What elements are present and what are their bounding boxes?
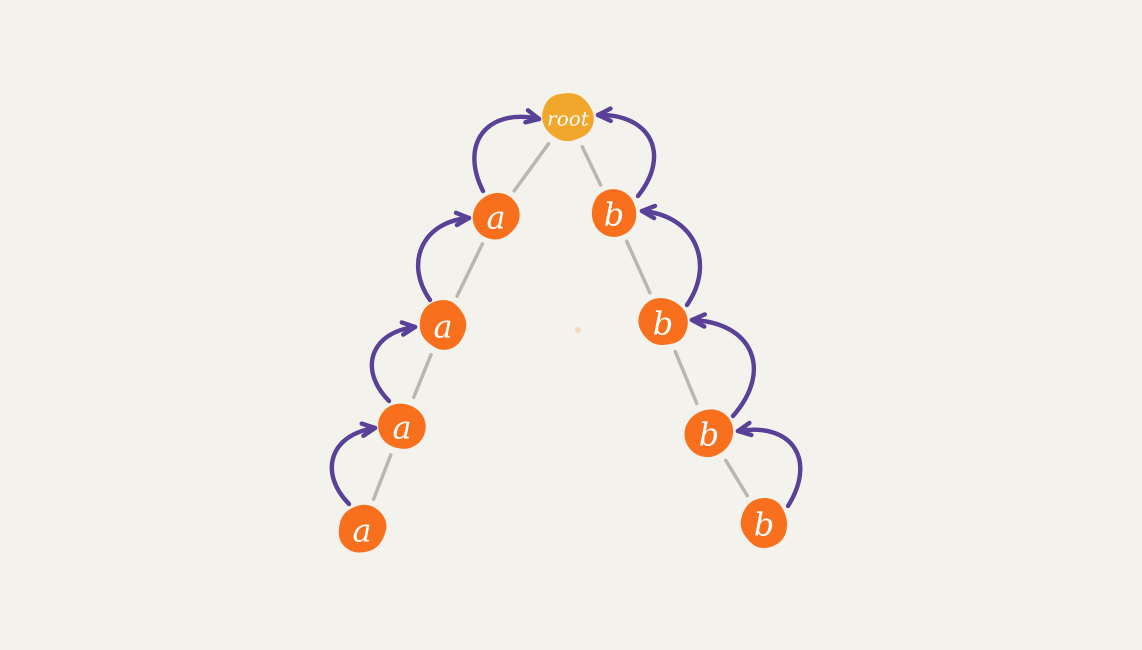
tree-node-a2: a	[419, 299, 467, 350]
parent-pointer-arrow-b1-to-root	[595, 106, 657, 199]
node-circle	[542, 93, 594, 142]
node-label-b1: b	[604, 196, 624, 234]
tree-node-b4: b	[740, 498, 788, 549]
node-circle	[378, 403, 426, 449]
parent-pointer-arrow-a1-to-root	[472, 108, 542, 194]
arrowhead-stroke	[454, 215, 472, 228]
tree-node-b3: b	[684, 409, 734, 458]
parent-pointer-arrow-a3-to-a2	[369, 320, 418, 404]
node-circle	[740, 498, 788, 549]
parent-pointer-arrow-b3-to-b2	[689, 312, 757, 419]
arrow-curve	[689, 317, 757, 419]
node-circle	[591, 189, 637, 237]
tree-node-a4: a	[338, 504, 387, 553]
node-circle	[338, 504, 387, 553]
tree-node-b1: b	[591, 189, 637, 237]
tree-edge-b1-b2	[624, 239, 652, 295]
tree-edge-b2-b3	[673, 349, 699, 406]
arrow-curve	[472, 114, 542, 194]
arrowhead-stroke	[401, 324, 418, 337]
arrow-curve	[415, 215, 472, 303]
tree-edge-b3-b4	[723, 458, 750, 498]
arrowhead-stroke	[361, 425, 378, 438]
node-circle	[472, 192, 520, 240]
parent-pointer-arrow-b2-to-b1	[639, 203, 703, 308]
tree-node-b2: b	[638, 298, 688, 345]
node-circle	[684, 409, 734, 458]
arrow-curve	[735, 427, 803, 509]
node-label-b4: b	[754, 506, 774, 544]
parent-pointer-arrow-a4-to-a3	[329, 421, 378, 507]
arrowhead-stroke	[689, 312, 707, 323]
arrowhead-stroke	[639, 203, 658, 214]
arrow-curve	[329, 425, 378, 507]
arrow-curve	[639, 208, 703, 308]
node-label-b2: b	[653, 305, 673, 343]
tree-node-a3: a	[378, 403, 426, 449]
stray-mark	[575, 327, 581, 333]
tree-edge-a3-a4	[371, 453, 393, 501]
parent-pointer-arrow-b4-to-b3	[735, 420, 803, 509]
tree-edge-a1-a2	[455, 242, 485, 298]
root-node: root	[542, 93, 594, 142]
arrowhead-stroke	[523, 116, 542, 125]
parent-pointer-arrow-a2-to-a1	[415, 210, 472, 303]
node-circle	[419, 299, 467, 350]
node-circle	[638, 298, 688, 345]
arrowhead-stroke	[735, 420, 752, 434]
tree-node-a1: a	[472, 192, 520, 240]
node-label-b3: b	[699, 416, 719, 454]
node-label-a1: a	[486, 199, 505, 237]
arrowhead-stroke	[595, 106, 613, 118]
tree-edge-root-b1	[580, 145, 603, 187]
tree-edge-a2-a3	[411, 352, 433, 400]
arrow-curve	[595, 112, 657, 199]
node-label-root: root	[547, 107, 590, 131]
node-label-a2: a	[433, 308, 452, 346]
tree-edge-root-a1	[512, 141, 551, 193]
arrow-curve	[369, 324, 418, 404]
node-label-a3: a	[392, 409, 411, 447]
node-label-a4: a	[352, 512, 371, 550]
